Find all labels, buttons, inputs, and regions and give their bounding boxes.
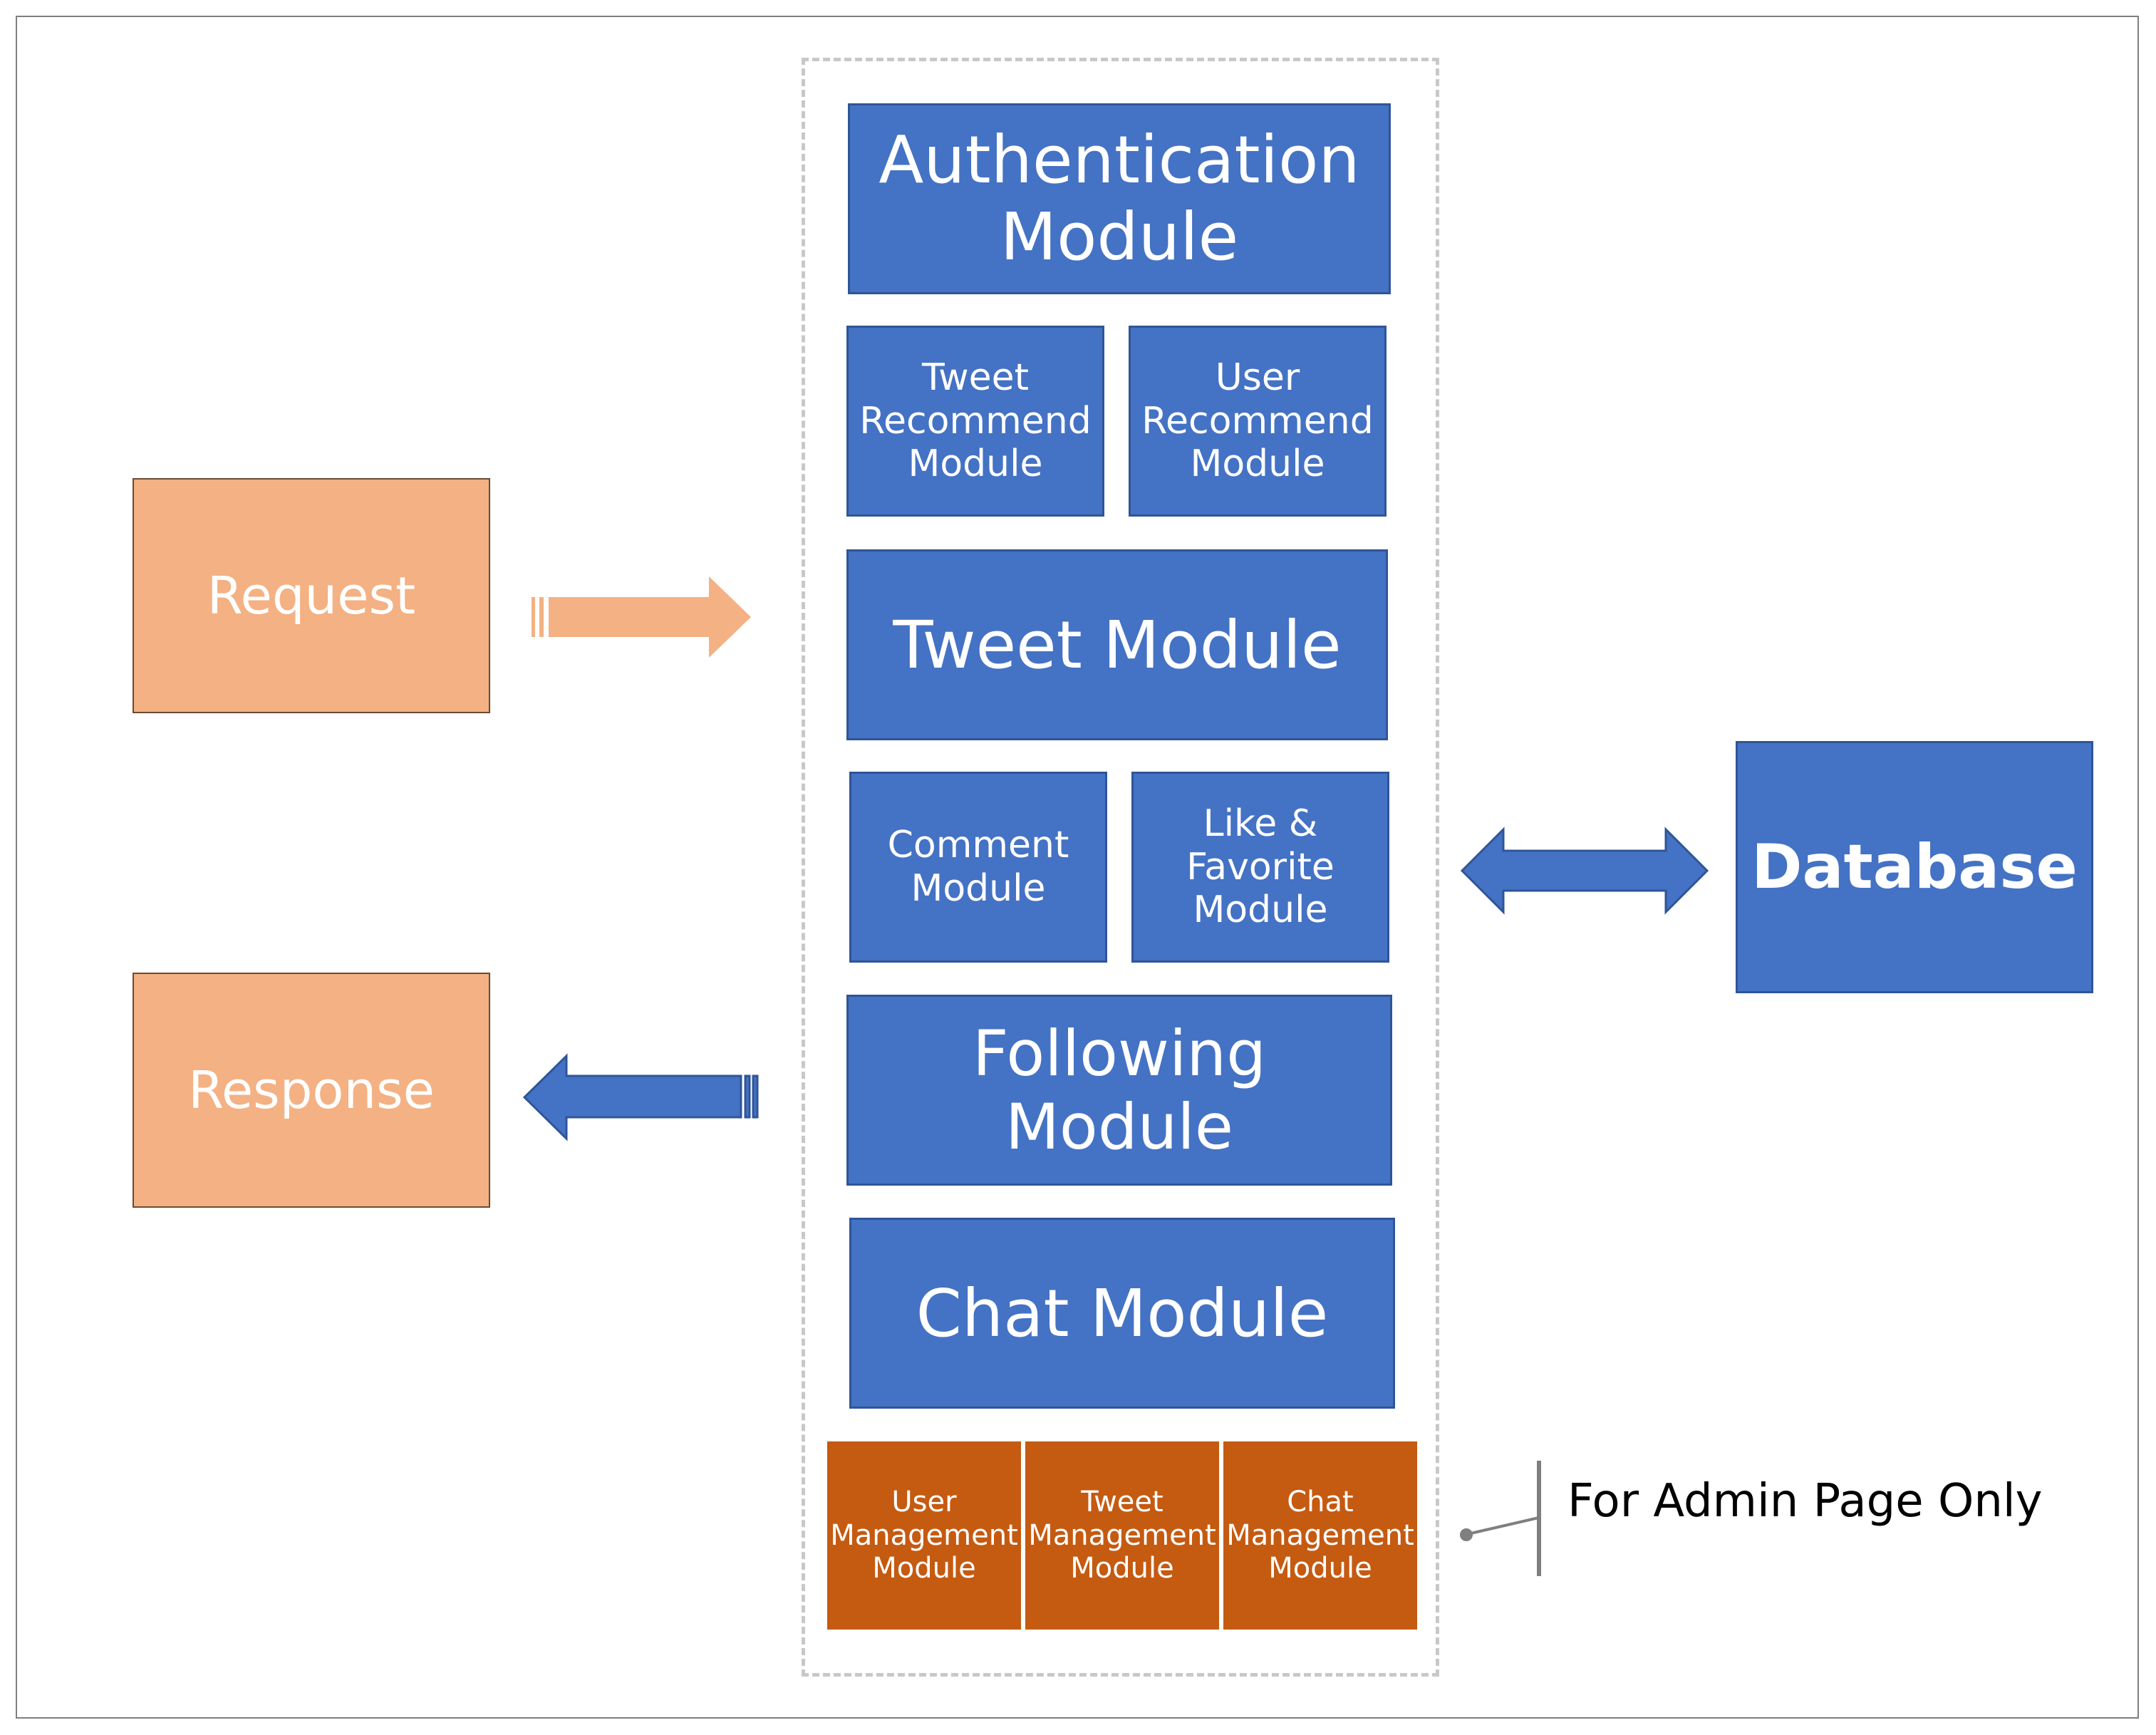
response-box: Response [133,973,490,1208]
chat-module-label: Chat Module [916,1275,1329,1352]
user-management-module-label: User Management Module [830,1485,1018,1585]
diagram-frame [16,16,2139,1719]
tweet-module-label: Tweet Module [893,606,1342,683]
response-arrow [522,1053,759,1141]
chat-management-module-label: Chat Management Module [1226,1485,1414,1585]
tweet-recommend-module: Tweet Recommend Module [846,326,1104,517]
authentication-module-label: Authentication Module [879,122,1360,275]
request-arrow [532,576,751,658]
chat-module: Chat Module [849,1218,1395,1409]
like-favorite-module: Like & Favorite Module [1131,772,1389,963]
comment-module: Comment Module [849,772,1107,963]
response-label: Response [188,1060,435,1120]
following-module: Following Module [846,995,1392,1186]
callout-dot-icon [1460,1528,1473,1541]
comment-module-label: Comment Module [887,824,1069,910]
request-label: Request [207,566,416,626]
user-management-module: User Management Module [825,1439,1023,1632]
database-label: Database [1751,832,2078,903]
database-box: Database [1736,741,2093,993]
database-double-arrow [1460,827,1709,915]
chat-management-module: Chat Management Module [1221,1439,1419,1632]
authentication-module: Authentication Module [848,103,1391,294]
user-recommend-module: User Recommend Module [1129,326,1387,517]
user-recommend-module-label: User Recommend Module [1141,356,1374,486]
tweet-recommend-module-label: Tweet Recommend Module [859,356,1092,486]
backend-container [802,58,1439,1677]
admin-callout [1460,1461,1541,1576]
admin-note: For Admin Page Only [1567,1475,2043,1528]
following-module-label: Following Module [972,1017,1267,1164]
request-box: Request [133,478,490,713]
tweet-module: Tweet Module [846,549,1388,740]
tweet-management-module-label: Tweet Management Module [1028,1485,1216,1585]
tweet-management-module: Tweet Management Module [1023,1439,1221,1632]
like-favorite-module-label: Like & Favorite Module [1186,802,1334,932]
